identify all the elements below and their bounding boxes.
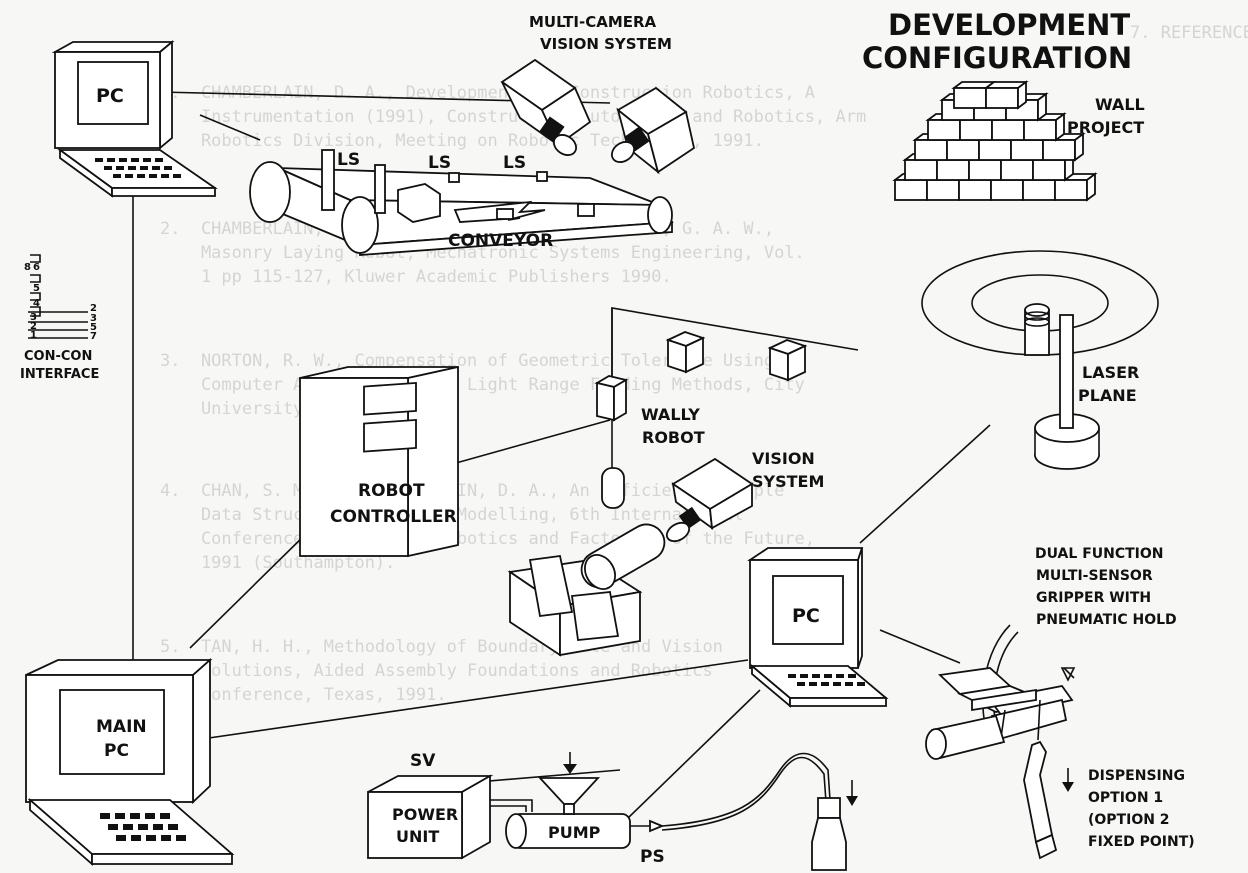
main-pc-label: MAIN bbox=[96, 717, 147, 737]
brick bbox=[947, 140, 979, 160]
power-unit-label-2: UNIT bbox=[396, 827, 439, 846]
vision-system-label-2: SYSTEM bbox=[752, 472, 824, 491]
vision-system-label: VISION bbox=[752, 449, 815, 468]
top-pc-workstation: PC bbox=[55, 42, 215, 196]
brick bbox=[1055, 180, 1087, 200]
dispensing-label-3: (OPTION 2 bbox=[1088, 812, 1170, 828]
laser-plane-label: LASER bbox=[1082, 363, 1139, 382]
brick bbox=[954, 88, 986, 108]
pc-mid-label: PC bbox=[792, 605, 820, 627]
dual-function-gripper: DUAL FUNCTION MULTI-SENSOR GRIPPER WITH … bbox=[926, 546, 1195, 858]
brick bbox=[959, 180, 991, 200]
con-con-interface: 8 6 5 4 3 2 1 2 3 5 7 CON-CON INTERFACE bbox=[20, 255, 99, 382]
brick bbox=[937, 160, 969, 180]
wally-robot-label: WALLY bbox=[641, 405, 700, 424]
ls-label-1: LS bbox=[337, 150, 360, 170]
workpiece-jig bbox=[510, 518, 671, 655]
conveyor: LS LS LS CONVEYOR bbox=[250, 150, 672, 255]
diagram-title: DEVELOPMENT bbox=[888, 8, 1130, 42]
power-unit-pump: SV POWER UNIT PUMP PS bbox=[368, 751, 858, 870]
dual-function-label-3: GRIPPER WITH bbox=[1036, 590, 1151, 606]
brick bbox=[1043, 140, 1075, 160]
camera-2 bbox=[608, 88, 694, 172]
robot-controller-label-2: CONTROLLER bbox=[330, 507, 457, 527]
ls-label-3: LS bbox=[503, 153, 526, 173]
brick bbox=[905, 160, 937, 180]
brick bbox=[895, 180, 927, 200]
brick bbox=[960, 120, 992, 140]
dispensing-label: DISPENSING bbox=[1088, 768, 1185, 784]
interface-number: 6 bbox=[33, 262, 40, 273]
interface-number: 5 bbox=[33, 283, 40, 294]
brick bbox=[969, 160, 1001, 180]
conveyor-label: CONVEYOR bbox=[448, 231, 553, 251]
dispensing-label-2: OPTION 1 bbox=[1088, 790, 1163, 806]
con-con-label: CON-CON bbox=[24, 349, 92, 364]
multi-camera-label-2: VISION SYSTEM bbox=[540, 35, 672, 53]
middle-pc-workstation: PC bbox=[750, 548, 886, 706]
brick bbox=[991, 180, 1023, 200]
brick bbox=[928, 120, 960, 140]
laser-plane: LASER PLANE bbox=[922, 251, 1158, 469]
brick bbox=[1024, 120, 1056, 140]
diagram-subtitle: CONFIGURATION bbox=[862, 41, 1132, 75]
brick bbox=[979, 140, 1011, 160]
ls-label-2: LS bbox=[428, 153, 451, 173]
dual-function-label-4: PNEUMATIC HOLD bbox=[1036, 612, 1177, 628]
brick bbox=[927, 180, 959, 200]
wall-project-bricks bbox=[895, 82, 1095, 200]
brick bbox=[1033, 160, 1065, 180]
robot-controller-label: ROBOT bbox=[358, 481, 425, 501]
brick bbox=[986, 88, 1018, 108]
multi-camera-label: MULTI-CAMERA bbox=[529, 13, 657, 31]
camera-1 bbox=[502, 60, 590, 159]
interface-number: 4 bbox=[33, 298, 40, 309]
dual-function-label: DUAL FUNCTION bbox=[1035, 546, 1164, 562]
sv-label: SV bbox=[410, 751, 436, 771]
pc-top-label: PC bbox=[96, 85, 124, 107]
wall-project-label-2: PROJECT bbox=[1067, 118, 1144, 137]
brick bbox=[992, 120, 1024, 140]
laser-plane-label-2: PLANE bbox=[1078, 386, 1137, 405]
dispensing-label-4: FIXED POINT) bbox=[1088, 834, 1195, 850]
main-pc-label-2: PC bbox=[104, 741, 129, 761]
multi-camera-vision-system: MULTI-CAMERA VISION SYSTEM bbox=[502, 13, 694, 172]
power-unit-label: POWER bbox=[392, 805, 458, 824]
interface-number: 8 bbox=[24, 262, 31, 273]
wally-robot-label-2: ROBOT bbox=[642, 428, 705, 447]
robot-controller: ROBOT CONTROLLER bbox=[300, 367, 458, 556]
brick bbox=[1011, 140, 1043, 160]
con-con-label-2: INTERFACE bbox=[20, 367, 99, 382]
main-pc-workstation: MAIN PC bbox=[26, 660, 232, 864]
dual-function-label-2: MULTI-SENSOR bbox=[1036, 568, 1153, 584]
interface-number: 7 bbox=[90, 331, 97, 342]
vision-system-camera: VISION SYSTEM bbox=[664, 449, 825, 545]
brick bbox=[1001, 160, 1033, 180]
interface-number: 1 bbox=[30, 330, 37, 341]
brick bbox=[915, 140, 947, 160]
pump-label: PUMP bbox=[548, 823, 601, 842]
brick bbox=[1023, 180, 1055, 200]
ps-label: PS bbox=[640, 847, 665, 867]
wall-project-label: WALL bbox=[1095, 95, 1145, 114]
